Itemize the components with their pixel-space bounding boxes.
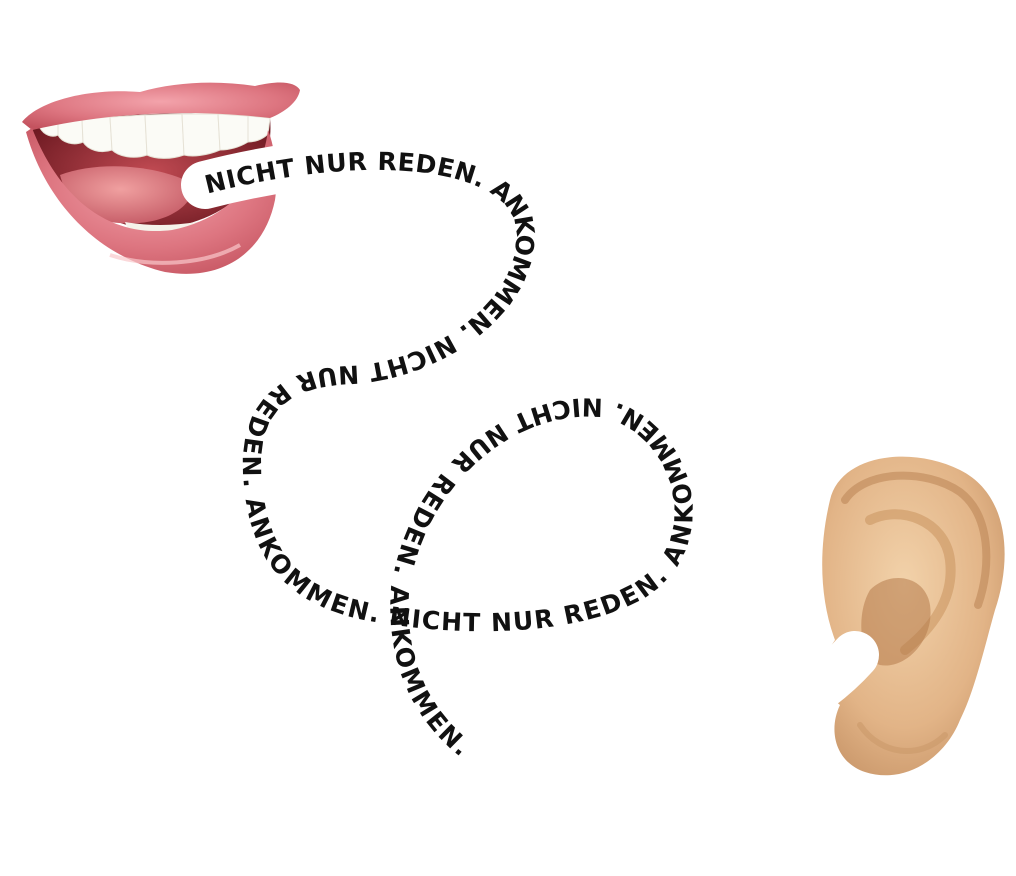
lower-lip bbox=[26, 128, 277, 274]
ribbon-text-path: NICHT NUR REDEN. ANKOMMEN. NICHT NUR RED… bbox=[202, 147, 698, 762]
mouth-illustration bbox=[22, 82, 300, 274]
upper-lip bbox=[22, 82, 300, 130]
upper-teeth bbox=[39, 113, 271, 159]
ribbon-text: NICHT NUR REDEN. ANKOMMEN. NICHT NUR RED… bbox=[202, 147, 699, 762]
ear-illustration bbox=[822, 456, 1005, 776]
